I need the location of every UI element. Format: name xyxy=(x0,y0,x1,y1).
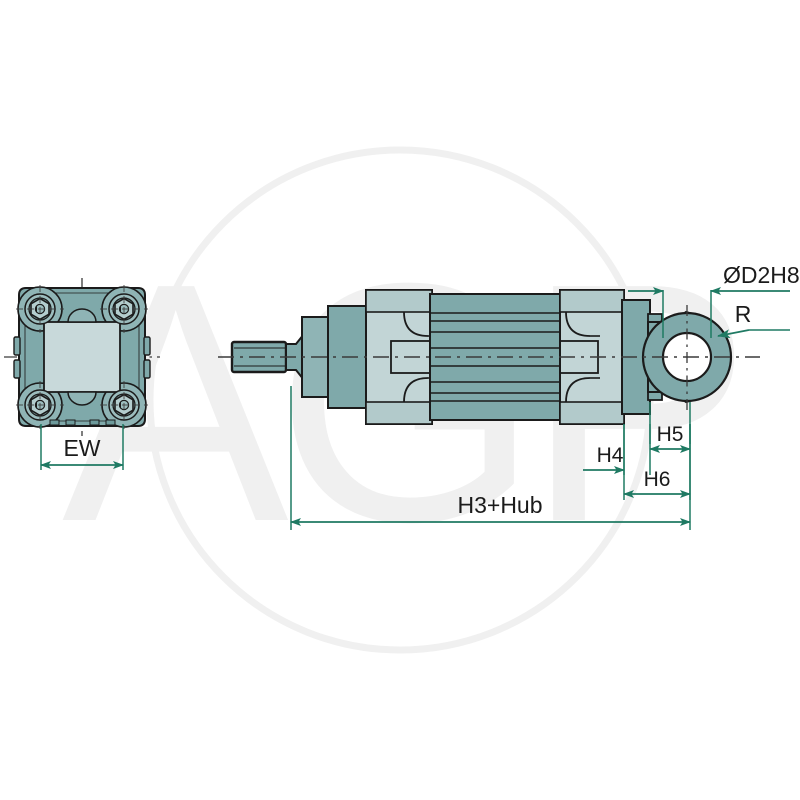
dimension-h3hub-label: H3+Hub xyxy=(457,492,542,518)
dimension-annotations: EW ØD2H8 R H5 xyxy=(40,262,800,530)
dimension-ew-label: EW xyxy=(63,435,100,461)
dimension-h4: H4 xyxy=(583,424,651,475)
end-view-seal-arc-bottom xyxy=(67,391,97,406)
dimension-h5-label: H5 xyxy=(657,423,684,446)
end-view-seal-arc-top xyxy=(67,308,97,323)
dimension-d2h8: ØD2H8 xyxy=(628,262,800,338)
dimension-r-leader-angled xyxy=(717,329,750,339)
side-view-rear-flange-fillet-top xyxy=(565,311,591,337)
end-view-tab-right-lower xyxy=(143,359,151,379)
side-view-front-flange-fillet-bottom xyxy=(403,377,429,403)
end-view-seal-arcs xyxy=(67,308,97,406)
side-view-rear-flange-rail-top xyxy=(559,289,625,313)
side-view-cylinder xyxy=(218,289,760,425)
end-view-center-pad xyxy=(43,321,121,393)
end-view-bottom-notches xyxy=(49,419,116,426)
side-view-barrel-grooves xyxy=(430,312,562,402)
dimension-h3hub: H3+Hub xyxy=(290,386,691,530)
side-view-front-flange-rail-top xyxy=(365,289,433,313)
end-view-tab-right-upper xyxy=(143,336,151,356)
dimension-h5: H5 xyxy=(649,402,691,453)
end-view-tab-left-lower xyxy=(13,359,21,379)
side-view-rear-flange-fillet-bottom xyxy=(565,377,591,403)
end-view-tab-left-upper xyxy=(13,336,21,356)
end-view-square-flange xyxy=(4,278,160,436)
dimension-r: R xyxy=(717,301,790,339)
side-view-rear-flange-rail-bottom xyxy=(559,401,625,425)
dimension-h6-label: H6 xyxy=(644,468,671,491)
dimension-d2h8-label: ØD2H8 xyxy=(723,262,800,288)
dimension-r-label: R xyxy=(735,301,752,327)
end-view-side-tabs xyxy=(13,336,151,379)
side-view-front-flange-rail-bottom xyxy=(365,401,433,425)
dimension-ew: EW xyxy=(40,424,124,470)
dimension-h4-label: H4 xyxy=(597,444,624,467)
end-view-bolt-centerlines xyxy=(16,285,148,429)
side-view-front-flange-fillet-top xyxy=(403,311,429,337)
